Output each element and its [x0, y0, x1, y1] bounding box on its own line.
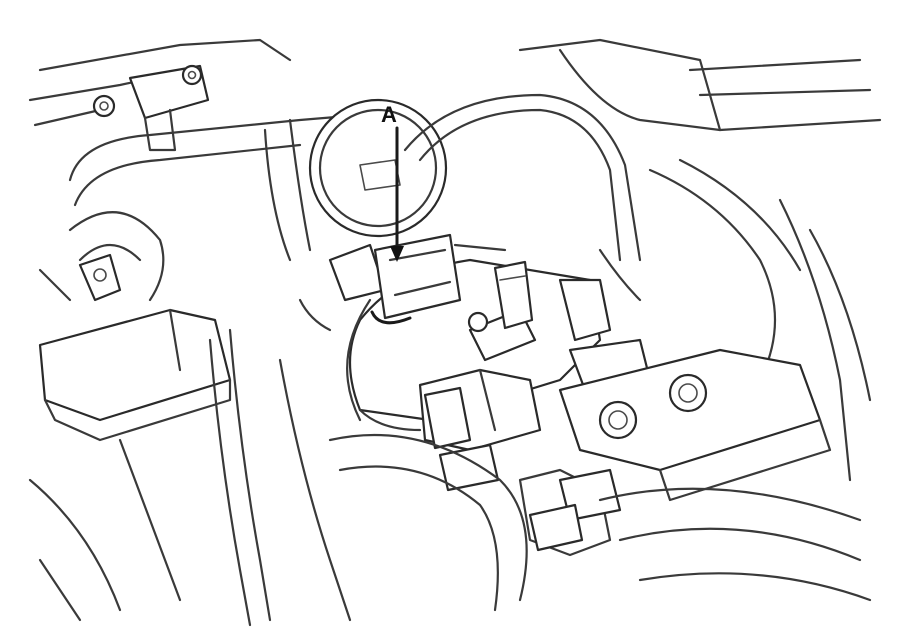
- left-bracket-block: [38, 308, 232, 442]
- lower-connector-block: [418, 368, 542, 492]
- right-frame: [778, 198, 872, 482]
- right-hoses: [403, 38, 882, 382]
- reservoir-cap: [308, 98, 448, 238]
- upper-left-bracket: [28, 38, 292, 152]
- callout-a-arrowhead: [390, 246, 404, 262]
- right-bracket-plate: [558, 348, 832, 502]
- lower-hoses: [328, 434, 872, 612]
- lower-left-lines: [28, 298, 352, 627]
- left-hose: [68, 113, 362, 262]
- left-mount: [38, 211, 165, 302]
- callout-a-label: A: [381, 102, 397, 127]
- callout-a-leader: [390, 126, 404, 262]
